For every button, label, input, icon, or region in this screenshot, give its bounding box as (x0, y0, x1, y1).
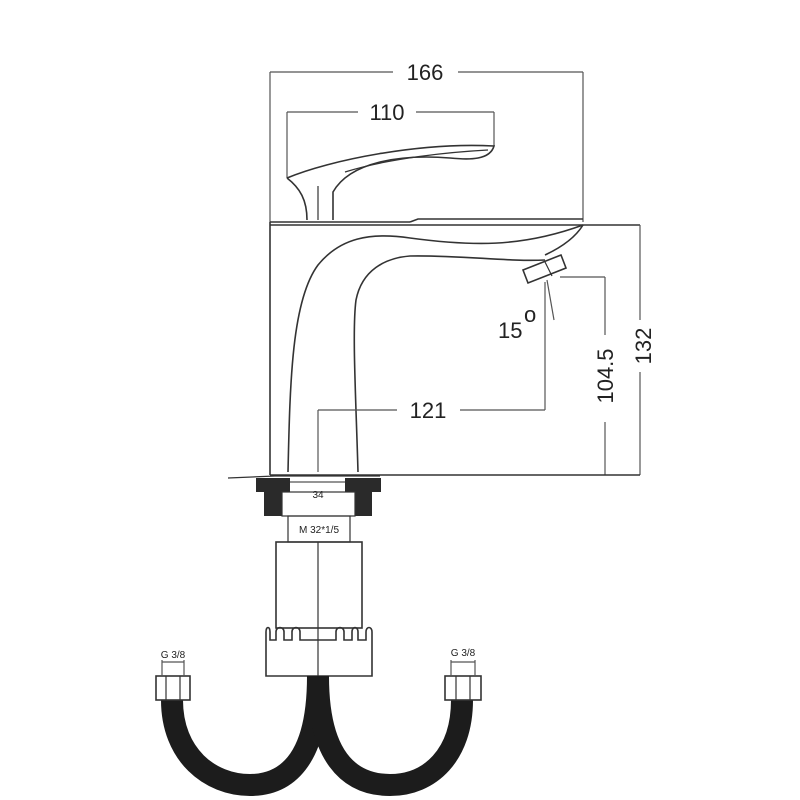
overall-width-label: 166 (407, 60, 444, 85)
spout-body (287, 224, 584, 473)
dimension-spout-angle: 15 o (498, 279, 555, 410)
hose-left (161, 675, 329, 797)
gasket-left (256, 478, 290, 516)
hose-thread-right-label: G 3/8 (451, 648, 476, 659)
hose-thread-left-label: G 3/8 (161, 650, 186, 661)
hose-fitting-right (444, 675, 482, 701)
body-top (269, 218, 640, 475)
gasket-right (345, 478, 381, 516)
lever-handle (286, 144, 496, 221)
dimension-lever-length: 110 (286, 100, 495, 178)
spout-reach-label: 121 (410, 398, 447, 423)
mounting-assembly: 34 M 32*1/5 (256, 478, 381, 543)
dimension-overall-width: 166 (269, 60, 584, 222)
hose-fitting-left (155, 675, 191, 701)
angle-degree-symbol: o (524, 302, 536, 327)
outlet-height-label: 104.5 (593, 348, 618, 403)
base-plate (227, 474, 640, 479)
hose-right (307, 675, 473, 797)
spout-angle-label: 15 (498, 318, 522, 343)
dimension-total-height: 132 (631, 225, 656, 475)
dimension-spout-reach: 121 (317, 398, 545, 472)
mounting-nut (265, 541, 373, 677)
supply-hoses: G 3/8 G 3/8 (155, 648, 482, 797)
total-height-label: 132 (631, 328, 656, 365)
lever-length-label: 110 (369, 100, 404, 125)
shank-diameter-label: 34 (312, 490, 324, 501)
dimension-outlet-height: 104.5 (560, 276, 618, 475)
shank-thread-label: M 32*1/5 (299, 525, 339, 536)
